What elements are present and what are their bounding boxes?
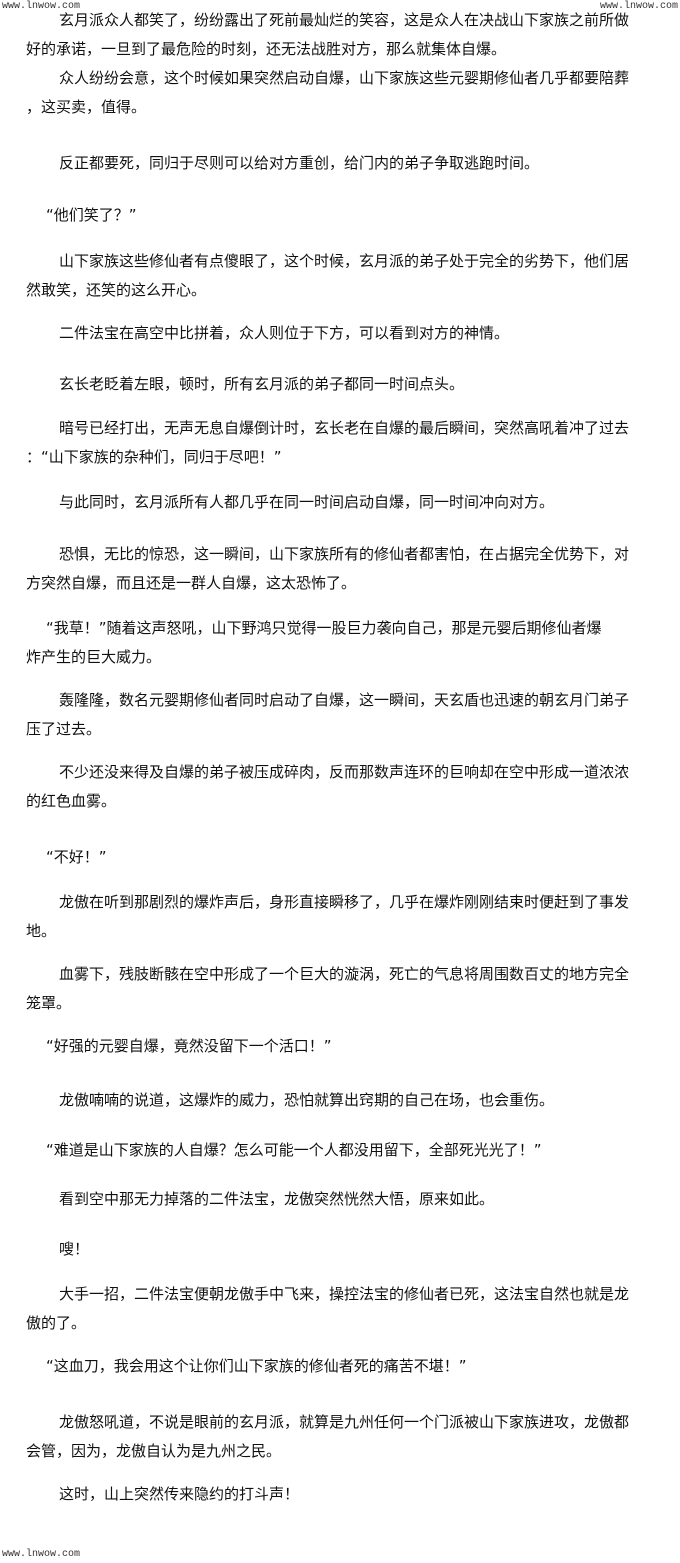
paragraph: 玄月派众人都笑了，纷纷露出了死前最灿烂的笑容，这是众人在决战山下家族之前所做好的…: [26, 6, 666, 64]
paragraph-line: 的红色血雾。: [26, 792, 117, 810]
paragraph: 轰隆隆，数名元婴期修仙者同时启动了自爆，这一瞬间，天玄盾也迅速的朝玄月门弟子压了…: [26, 686, 666, 744]
paragraph-line: 血雾下，残肢断骸在空中形成了一个巨大的漩涡，死亡的气息将周围数百丈的地方完全: [59, 965, 630, 983]
paragraph: 血雾下，残肢断骸在空中形成了一个巨大的漩涡，死亡的气息将周围数百丈的地方完全笼罩…: [26, 960, 666, 1018]
paragraph: “他们笑了？”: [26, 201, 666, 230]
paragraph-line: 不少还没来得及自爆的弟子被压成碎肉，反而那数声连环的巨响却在空中形成一道浓浓: [59, 763, 630, 781]
paragraph-line: ，这买卖，值得。: [26, 98, 147, 116]
paragraph-line: 地。: [26, 922, 57, 940]
paragraph-line: “难道是山下家族的人自爆？怎么可能一个人都没用留下，全部死光光了！”: [46, 1141, 542, 1159]
paragraph-line: “好强的元婴自爆，竟然没留下一个活口！”: [46, 1037, 332, 1055]
paragraph-line: ：“山下家族的杂种们，同归于尽吧！”: [26, 448, 282, 466]
paragraph-line: “他们笑了？”: [46, 206, 137, 224]
paragraph-line: 大手一招，二件法宝便朝龙傲手中飞来，操控法宝的修仙者已死，这法宝自然也就是龙: [59, 1285, 630, 1303]
paragraph: 不少还没来得及自爆的弟子被压成碎肉，反而那数声连环的巨响却在空中形成一道浓浓的红…: [26, 758, 666, 816]
paragraph: 大手一招，二件法宝便朝龙傲手中飞来，操控法宝的修仙者已死，这法宝自然也就是龙傲的…: [26, 1280, 666, 1338]
paragraph: 与此同时，玄月派所有人都几乎在同一时间启动自爆，同一时间冲向对方。: [26, 488, 666, 517]
paragraph-line: 好的承诺，一旦到了最危险的时刻，还无法战胜对方，那么就集体自爆。: [26, 40, 507, 58]
paragraph: “难道是山下家族的人自爆？怎么可能一个人都没用留下，全部死光光了！”: [26, 1136, 666, 1165]
paragraph-line: 龙傲在听到那剧烈的爆炸声后，身形直接瞬移了，几乎在爆炸刚刚结束时便赶到了事发: [59, 893, 630, 911]
paragraph-line: 众人纷纷会意，这个时候如果突然启动自爆，山下家族这些元婴期修仙者几乎都要陪葬: [59, 69, 630, 87]
watermark-top-left: www.lnwow.com: [2, 1, 81, 12]
paragraph: 山下家族这些修仙者有点傻眼了，这个时候，玄月派的弟子处于完全的劣势下，他们居然敢…: [26, 247, 666, 305]
paragraph: 暗号已经打出，无声无息自爆倒计时，玄长老在自爆的最后瞬间，突然高吼着冲了过去 ：“…: [26, 414, 666, 472]
paragraph-line: 压了过去。: [26, 720, 102, 738]
paragraph: “我草！”随着这声怒吼，山下野鸿只觉得一股巨力袭向自己，那是元婴后期修仙者爆炸产…: [26, 614, 666, 672]
watermark-bottom-left: www.lnwow.com: [2, 1549, 81, 1560]
paragraph-line: “这血刀，我会用这个让你们山下家族的修仙者死的痛苦不堪！”: [46, 1357, 467, 1375]
paragraph-line: 会管，因为，龙傲自认为是九州之民。: [26, 1442, 282, 1460]
paragraph-line: 与此同时，玄月派所有人都几乎在同一时间启动自爆，同一时间冲向对方。: [59, 493, 555, 511]
paragraph: 恐惧，无比的惊恐，这一瞬间，山下家族所有的修仙者都害怕，在占据完全优势下，对方突…: [26, 540, 666, 598]
paragraph-line: 龙傲喃喃的说道，这爆炸的威力，恐怕就算出窍期的自己在场，也会重伤。: [59, 1091, 555, 1109]
paragraph-line: 然敢笑，还笑的这么开心。: [26, 281, 207, 299]
paragraph-line: “不好！”: [46, 848, 107, 866]
paragraph-line: 龙傲怒吼道，不说是眼前的玄月派，就算是九州任何一个门派被山下家族进攻，龙傲都: [59, 1413, 630, 1431]
paragraph: 二件法宝在高空中比拼着，众人则位于下方，可以看到对方的神情。: [26, 319, 666, 348]
paragraph-line: 炸产生的巨大威力。: [26, 648, 162, 666]
paragraph-line: 反正都要死，同归于尽则可以给对方重创，给门内的弟子争取逃跑时间。: [59, 154, 540, 172]
paragraph-line: 暗号已经打出，无声无息自爆倒计时，玄长老在自爆的最后瞬间，突然高吼着冲了过去: [59, 419, 630, 437]
paragraph-line: 傲的了。: [26, 1314, 87, 1332]
watermark-top-right: www.lnwow.com: [599, 1, 678, 12]
paragraph: 看到空中那无力掉落的二件法宝，龙傲突然恍然大悟，原来如此。: [26, 1185, 666, 1214]
paragraph-line: “我草！”随着这声怒吼，山下野鸿只觉得一股巨力袭向自己，那是元婴后期修仙者爆: [46, 619, 602, 637]
paragraph: 龙傲在听到那剧烈的爆炸声后，身形直接瞬移了，几乎在爆炸刚刚结束时便赶到了事发地。: [26, 888, 666, 946]
paragraph-line: 恐惧，无比的惊恐，这一瞬间，山下家族所有的修仙者都害怕，在占据完全优势下，对: [59, 545, 630, 563]
paragraph: 嗖！: [26, 1235, 666, 1264]
paragraph-line: 玄月派众人都笑了，纷纷露出了死前最灿烂的笑容，这是众人在决战山下家族之前所做: [59, 11, 630, 29]
paragraph: 众人纷纷会意，这个时候如果突然启动自爆，山下家族这些元婴期修仙者几乎都要陪葬 ，这…: [26, 64, 666, 122]
paragraph-line: 轰隆隆，数名元婴期修仙者同时启动了自爆，这一瞬间，天玄盾也迅速的朝玄月门弟子: [59, 691, 630, 709]
paragraph: 玄长老眨着左眼，顿时，所有玄月派的弟子都同一时间点头。: [26, 370, 666, 399]
paragraph-line: 玄长老眨着左眼，顿时，所有玄月派的弟子都同一时间点头。: [59, 375, 465, 393]
paragraph: 龙傲喃喃的说道，这爆炸的威力，恐怕就算出窍期的自己在场，也会重伤。: [26, 1086, 666, 1115]
paragraph-line: 山下家族这些修仙者有点傻眼了，这个时候，玄月派的弟子处于完全的劣势下，他们居: [59, 252, 630, 270]
paragraph-line: 看到空中那无力掉落的二件法宝，龙傲突然恍然大悟，原来如此。: [59, 1190, 495, 1208]
paragraph: 这时，山上突然传来隐约的打斗声！: [26, 1480, 666, 1509]
paragraph-line: 这时，山上突然传来隐约的打斗声！: [59, 1485, 300, 1503]
paragraph-line: 二件法宝在高空中比拼着，众人则位于下方，可以看到对方的神情。: [59, 324, 510, 342]
paragraph: “这血刀，我会用这个让你们山下家族的修仙者死的痛苦不堪！”: [26, 1352, 666, 1381]
paragraph: “不好！”: [26, 843, 666, 872]
paragraph: 龙傲怒吼道，不说是眼前的玄月派，就算是九州任何一个门派被山下家族进攻，龙傲都会管…: [26, 1408, 666, 1466]
paragraph-line: 嗖！: [59, 1240, 90, 1258]
paragraph-line: 笼罩。: [26, 994, 72, 1012]
paragraph: “好强的元婴自爆，竟然没留下一个活口！”: [26, 1032, 666, 1061]
paragraph: 反正都要死，同归于尽则可以给对方重创，给门内的弟子争取逃跑时间。: [26, 149, 666, 178]
paragraph-line: 方突然自爆，而且还是一群人自爆，这太恐怖了。: [26, 574, 357, 592]
